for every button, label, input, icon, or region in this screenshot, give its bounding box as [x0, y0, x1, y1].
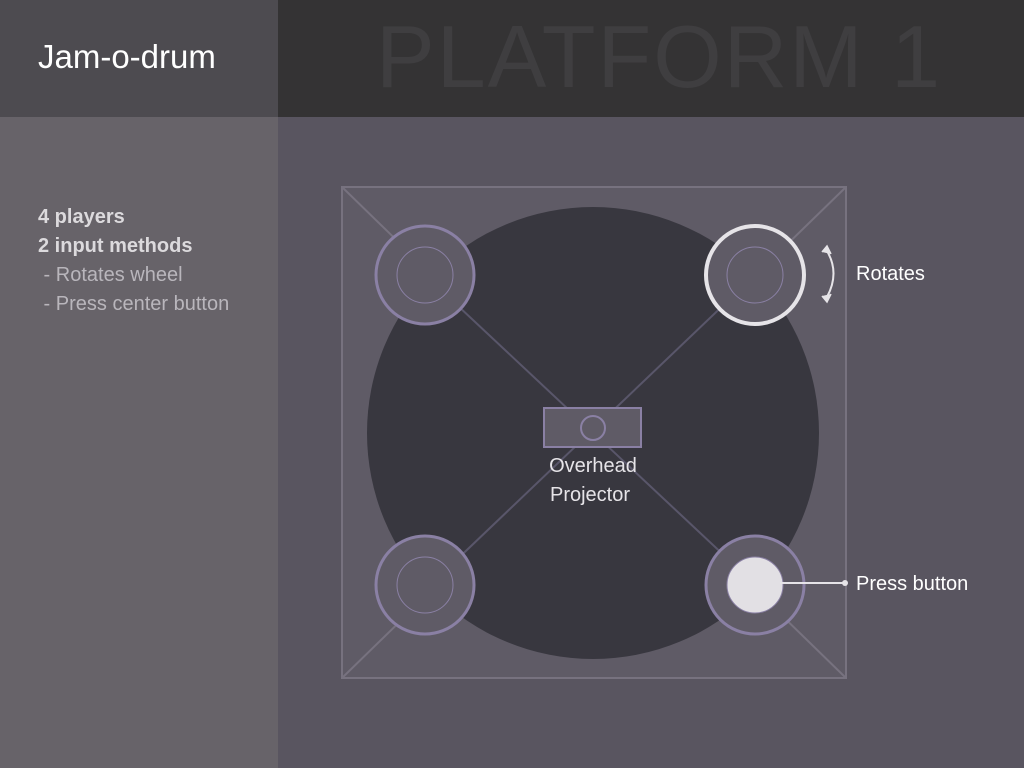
rotate-arrow-icon [821, 244, 835, 304]
press-callout-dot [842, 580, 848, 586]
input-method-rotate: - Rotates wheel [38, 264, 183, 286]
input-method-press: - Press center button [38, 293, 230, 315]
projector-label-line1: Overhead [549, 455, 637, 477]
platform-title: PLATFORM 1 [376, 7, 943, 106]
drum-pad-bottom-left [374, 534, 476, 636]
input-methods-count: 2 input methods [38, 235, 193, 257]
app-title: Jam-o-drum [38, 38, 216, 75]
projector-lens [580, 415, 606, 441]
drum-pad-bottom-right [704, 534, 806, 636]
sidebar [0, 117, 278, 768]
rotates-label: Rotates [856, 263, 925, 285]
drum-pad-top-right [704, 224, 806, 326]
top-banner: PLATFORM 1 [278, 0, 1024, 117]
projector-label-line2: Projector [550, 484, 630, 506]
press-button-label: Press button [856, 573, 968, 595]
sidebar-header: Jam-o-drum [0, 0, 278, 117]
drum-pad-top-left [374, 224, 476, 326]
players-count: 4 players [38, 206, 125, 228]
info-panel: 4 players 2 input methods - Rotates whee… [38, 203, 229, 319]
